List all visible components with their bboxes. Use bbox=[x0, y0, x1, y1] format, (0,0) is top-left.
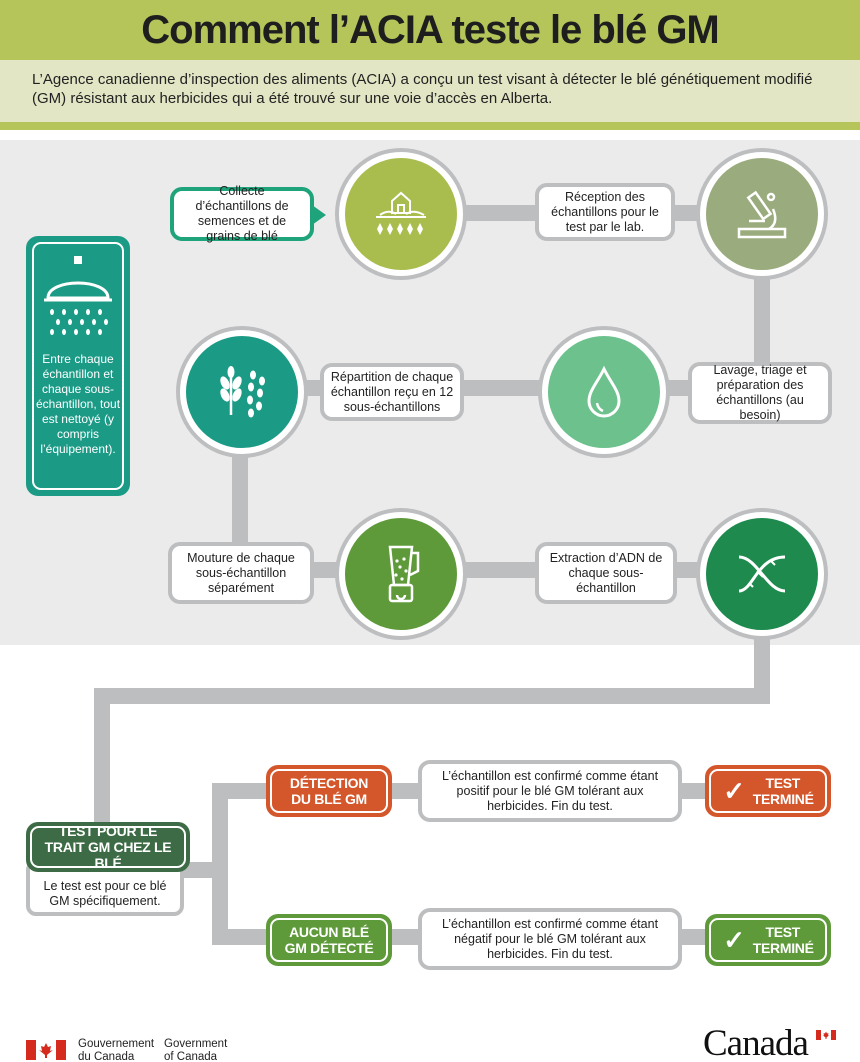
intro-text: L’Agence canadienne d’inspection des ali… bbox=[32, 71, 813, 107]
gov-en-line-1: Government bbox=[164, 1038, 228, 1050]
step-grinding-label: Mouture de chaque sous-échantillon sépar… bbox=[187, 550, 295, 595]
connector bbox=[94, 688, 110, 828]
cleaning-note-text: Entre chaque échantillon et chaque sous-… bbox=[35, 352, 121, 456]
wheat-grain-icon bbox=[180, 330, 304, 454]
cleaning-note-card bbox=[26, 236, 130, 496]
connector bbox=[232, 420, 248, 560]
water-drop-icon bbox=[542, 330, 666, 454]
test-done-label: TEST TERMINÉ bbox=[752, 924, 814, 956]
shower-icon bbox=[44, 256, 112, 335]
farm-icon bbox=[339, 152, 463, 276]
dna-icon bbox=[700, 512, 824, 636]
cleaning-note-border bbox=[32, 242, 124, 490]
step-reception-box: Réception des échantillons pour le test … bbox=[535, 183, 675, 241]
checkmark-icon: ✓ bbox=[723, 776, 745, 806]
tag-border bbox=[270, 769, 388, 813]
microscope-icon bbox=[700, 152, 824, 276]
gov-en-line-2: of Canada bbox=[164, 1051, 218, 1062]
step-reception-label: Réception des échantillons pour le test … bbox=[551, 189, 659, 234]
gm-detected-label: DÉTECTION DU BLÉ GM bbox=[289, 775, 369, 807]
gov-fr-line-1: Gouvernement bbox=[78, 1038, 155, 1050]
gov-fr-line-2: du Canada bbox=[78, 1051, 135, 1062]
step-washing-label: Lavage, triage et préparation des échant… bbox=[713, 363, 807, 422]
wordmark-flag-icon bbox=[816, 1030, 836, 1040]
canada-wordmark: Canada bbox=[703, 1023, 809, 1062]
connector bbox=[94, 688, 770, 704]
intro-bar bbox=[0, 60, 860, 130]
connector bbox=[754, 620, 770, 700]
connector bbox=[754, 245, 770, 390]
test-note-text: Le test est pour ce blé GM spécifiquemen… bbox=[43, 879, 167, 908]
connector bbox=[212, 783, 228, 945]
gm-detected-tag: DÉTECTION DU BLÉ GM bbox=[266, 765, 392, 817]
step-washing-box: Lavage, triage et préparation des échant… bbox=[688, 362, 832, 424]
step-split-box: Répartition de chaque échantillon reçu e… bbox=[320, 363, 464, 421]
checkmark-icon: ✓ bbox=[723, 925, 745, 955]
gov-name-fr: Gouvernement du Canada bbox=[78, 1038, 154, 1062]
canada-flag-icon bbox=[26, 1040, 66, 1060]
tag-border bbox=[709, 918, 827, 962]
positive-result-text: L’échantillon est confirmé comme étant p… bbox=[441, 768, 659, 813]
blender-icon bbox=[339, 512, 463, 636]
negative-result-box: L’échantillon est confirmé comme étant n… bbox=[418, 908, 682, 970]
step-collect-box: Collecte d’échantillons de semences et d… bbox=[170, 184, 314, 243]
step-split-label: Répartition de chaque échantillon reçu e… bbox=[330, 369, 454, 414]
no-gm-detected-tag: AUCUN BLÉ GM DÉTECTÉ bbox=[266, 914, 392, 966]
test-done-tag-positive: ✓ TEST TERMINÉ bbox=[705, 765, 831, 817]
no-gm-detected-label: AUCUN BLÉ GM DÉTECTÉ bbox=[284, 924, 374, 956]
test-done-label: TEST TERMINÉ bbox=[752, 775, 814, 807]
page-title: Comment l’ACIA teste le blé GM bbox=[141, 8, 720, 52]
step-dna-label: Extraction d’ADN de chaque sous-échantil… bbox=[549, 550, 663, 595]
positive-result-box: L’échantillon est confirmé comme étant p… bbox=[418, 760, 682, 822]
gov-name-en: Government of Canada bbox=[164, 1038, 227, 1062]
arrow-right-icon bbox=[312, 205, 326, 225]
title-bar bbox=[0, 0, 860, 60]
tag-border bbox=[270, 918, 388, 962]
negative-result-text: L’échantillon est confirmé comme étant n… bbox=[441, 916, 659, 961]
test-trait-tag: TEST POUR LE TRAIT GM CHEZ LE BLÉ bbox=[26, 822, 190, 872]
step-grinding-box: Mouture de chaque sous-échantillon sépar… bbox=[168, 542, 314, 604]
tag-border bbox=[30, 826, 186, 868]
test-trait-label: TEST POUR LE TRAIT GM CHEZ LE BLÉ bbox=[44, 823, 172, 871]
step-collect-label: Collecte d’échantillons de semences et d… bbox=[195, 184, 289, 243]
tag-border bbox=[709, 769, 827, 813]
test-done-tag-negative: ✓ TEST TERMINÉ bbox=[705, 914, 831, 966]
connector bbox=[180, 862, 220, 878]
step-dna-box: Extraction d’ADN de chaque sous-échantil… bbox=[535, 542, 677, 604]
